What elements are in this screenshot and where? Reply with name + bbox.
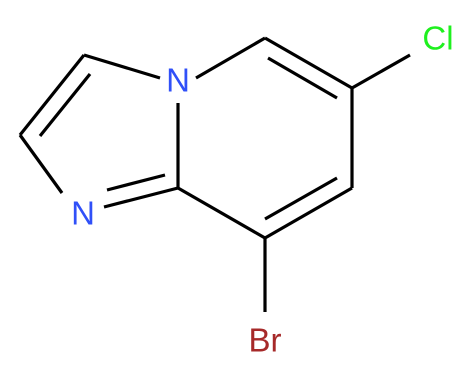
bond-c2-n1	[18, 134, 64, 194]
bond-c3-c2-inner	[38, 72, 92, 138]
atom-labels: N N Cl Br	[71, 20, 454, 359]
bond-c7-c8	[264, 186, 353, 240]
bond-n1-c8a-inner	[106, 173, 166, 192]
bond-c3-c2	[18, 54, 86, 136]
bonds	[18, 36, 411, 312]
bond-n4-c3	[83, 53, 161, 80]
bond-c5-c6	[264, 36, 353, 90]
bond-c7-c8-inner	[264, 176, 338, 221]
atom-bromine: Br	[249, 322, 282, 359]
bond-n1-c8a	[103, 186, 179, 209]
atom-n-imidazole: N	[71, 195, 95, 232]
atom-n-bridge: N	[166, 62, 190, 99]
bond-c5-c6-inner	[267, 56, 338, 100]
bond-c6-cl	[351, 53, 411, 90]
bond-n4-c5	[195, 36, 266, 80]
atom-chlorine: Cl	[422, 20, 453, 57]
bond-c8-c8a	[177, 186, 266, 240]
